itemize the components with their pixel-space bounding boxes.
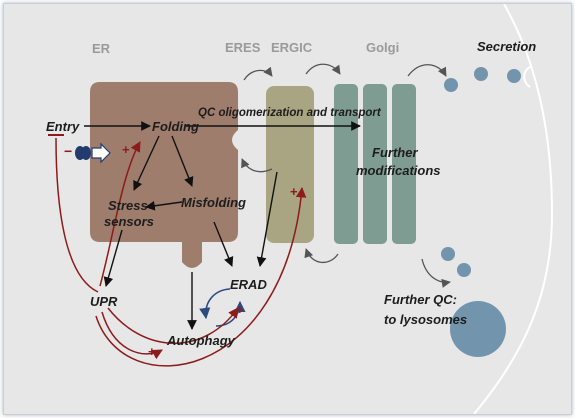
upr-activates-autophagy-arrow (101, 311, 163, 360)
erad-activation-sign: + (236, 302, 244, 317)
erad-to-autophagy-feedback-arrow (199, 288, 231, 320)
golgi-cisterna-2 (363, 84, 387, 244)
ergic-activation-sign: + (290, 184, 298, 199)
er-compartment (90, 82, 238, 268)
qc-transport-label: QC oligomerization and transport (198, 107, 382, 119)
upr-activates-erad-arrow (107, 307, 239, 344)
misfolding-label: Misfolding (181, 195, 246, 210)
eres-header: ERES (225, 40, 261, 55)
ergic-header: ERGIC (271, 40, 313, 55)
upr-label: UPR (90, 294, 118, 309)
folding-to-stress-arrow (133, 135, 160, 191)
further-qc-label-line2: to lysosomes (384, 312, 467, 327)
secretion-header: Secretion (477, 39, 536, 54)
erad-label: ERAD (230, 277, 267, 292)
folding-activation-sign: + (122, 142, 130, 157)
ergic-compartment (266, 86, 314, 243)
golgi-to-secretion-arrow (407, 64, 447, 77)
further-modifications-label-line2: modifications (356, 163, 441, 178)
inhibition-sign: − (64, 143, 72, 159)
secretory-vesicle (444, 78, 458, 92)
ergic-to-er-retrograde-arrow (241, 158, 273, 173)
stress-sensors-label-line2: sensors (104, 214, 154, 229)
stress-sensors-label-line1: Stress (108, 198, 148, 213)
secretory-vesicle (474, 67, 488, 81)
upr-inhibits-entry-arrow (55, 137, 99, 293)
folding-to-misfolding-arrow (171, 135, 194, 187)
ergic-to-erad-arrow (256, 171, 278, 267)
cell-membrane (473, 4, 554, 414)
er-header: ER (92, 41, 111, 56)
ergic-to-golgi-arrow (305, 63, 341, 75)
golgi-header: Golgi (366, 40, 399, 55)
diagram-frame: ER ERES ERGIC Golgi Secretion Entry Fold… (3, 3, 572, 415)
golgi-to-ergic-retrograde-arrow (304, 248, 339, 264)
further-modifications-label-line1: Further (372, 145, 418, 160)
upr-activates-folding-arrow (99, 141, 141, 287)
folding-label: Folding (152, 119, 199, 134)
entry-label: Entry (46, 119, 80, 134)
misfolding-to-stress-arrow (145, 200, 183, 211)
upr-activates-ergic-arrow (95, 186, 307, 367)
nascent-protein-icon (75, 142, 111, 164)
golgi-cisterna-3 (392, 84, 416, 244)
secretion-vesicle-fusing (523, 65, 533, 88)
lysosome-vesicle (441, 247, 455, 261)
golgi-to-lysosome-arrow (421, 258, 451, 288)
autophagy-label: Autophagy (166, 333, 236, 348)
eres-to-ergic-arrow (243, 66, 273, 81)
stress-to-upr-arrow (103, 229, 123, 287)
lysosome (450, 301, 506, 357)
secretory-vesicle (507, 69, 521, 83)
secretory-pathway-diagram: ER ERES ERGIC Golgi Secretion Entry Fold… (46, 4, 554, 414)
further-qc-label-line1: Further QC: (384, 292, 457, 307)
misfolding-to-erad-arrow (213, 221, 234, 267)
lysosome-vesicle (457, 263, 471, 277)
autophagy-activation-sign: + (148, 344, 156, 359)
